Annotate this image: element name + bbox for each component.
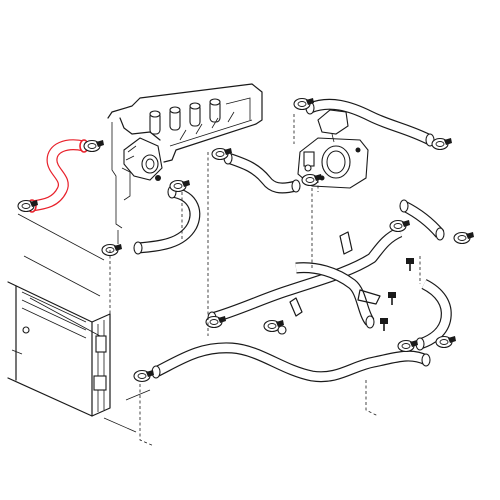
throttle-body-icon [297,109,369,189]
heater-pipe[interactable] [210,226,403,324]
heater-hose-right[interactable] [401,201,445,238]
mounting-bracket [277,231,381,335]
cylinder-head [107,83,263,244]
throttle-feed-hose[interactable] [226,152,298,194]
lower-radiator-hose[interactable] [153,342,429,383]
right-lower-hose[interactable] [418,279,452,350]
intake-ports [149,98,221,135]
heater-pipe-branch[interactable] [295,262,375,326]
bolt-icon [379,257,415,332]
thermostat-lower-hose[interactable] [137,186,201,254]
radiator-icon [7,281,111,417]
leader-lines [17,114,421,447]
top-return-hose[interactable] [307,98,433,145]
thermostat-housing-icon [123,137,163,181]
